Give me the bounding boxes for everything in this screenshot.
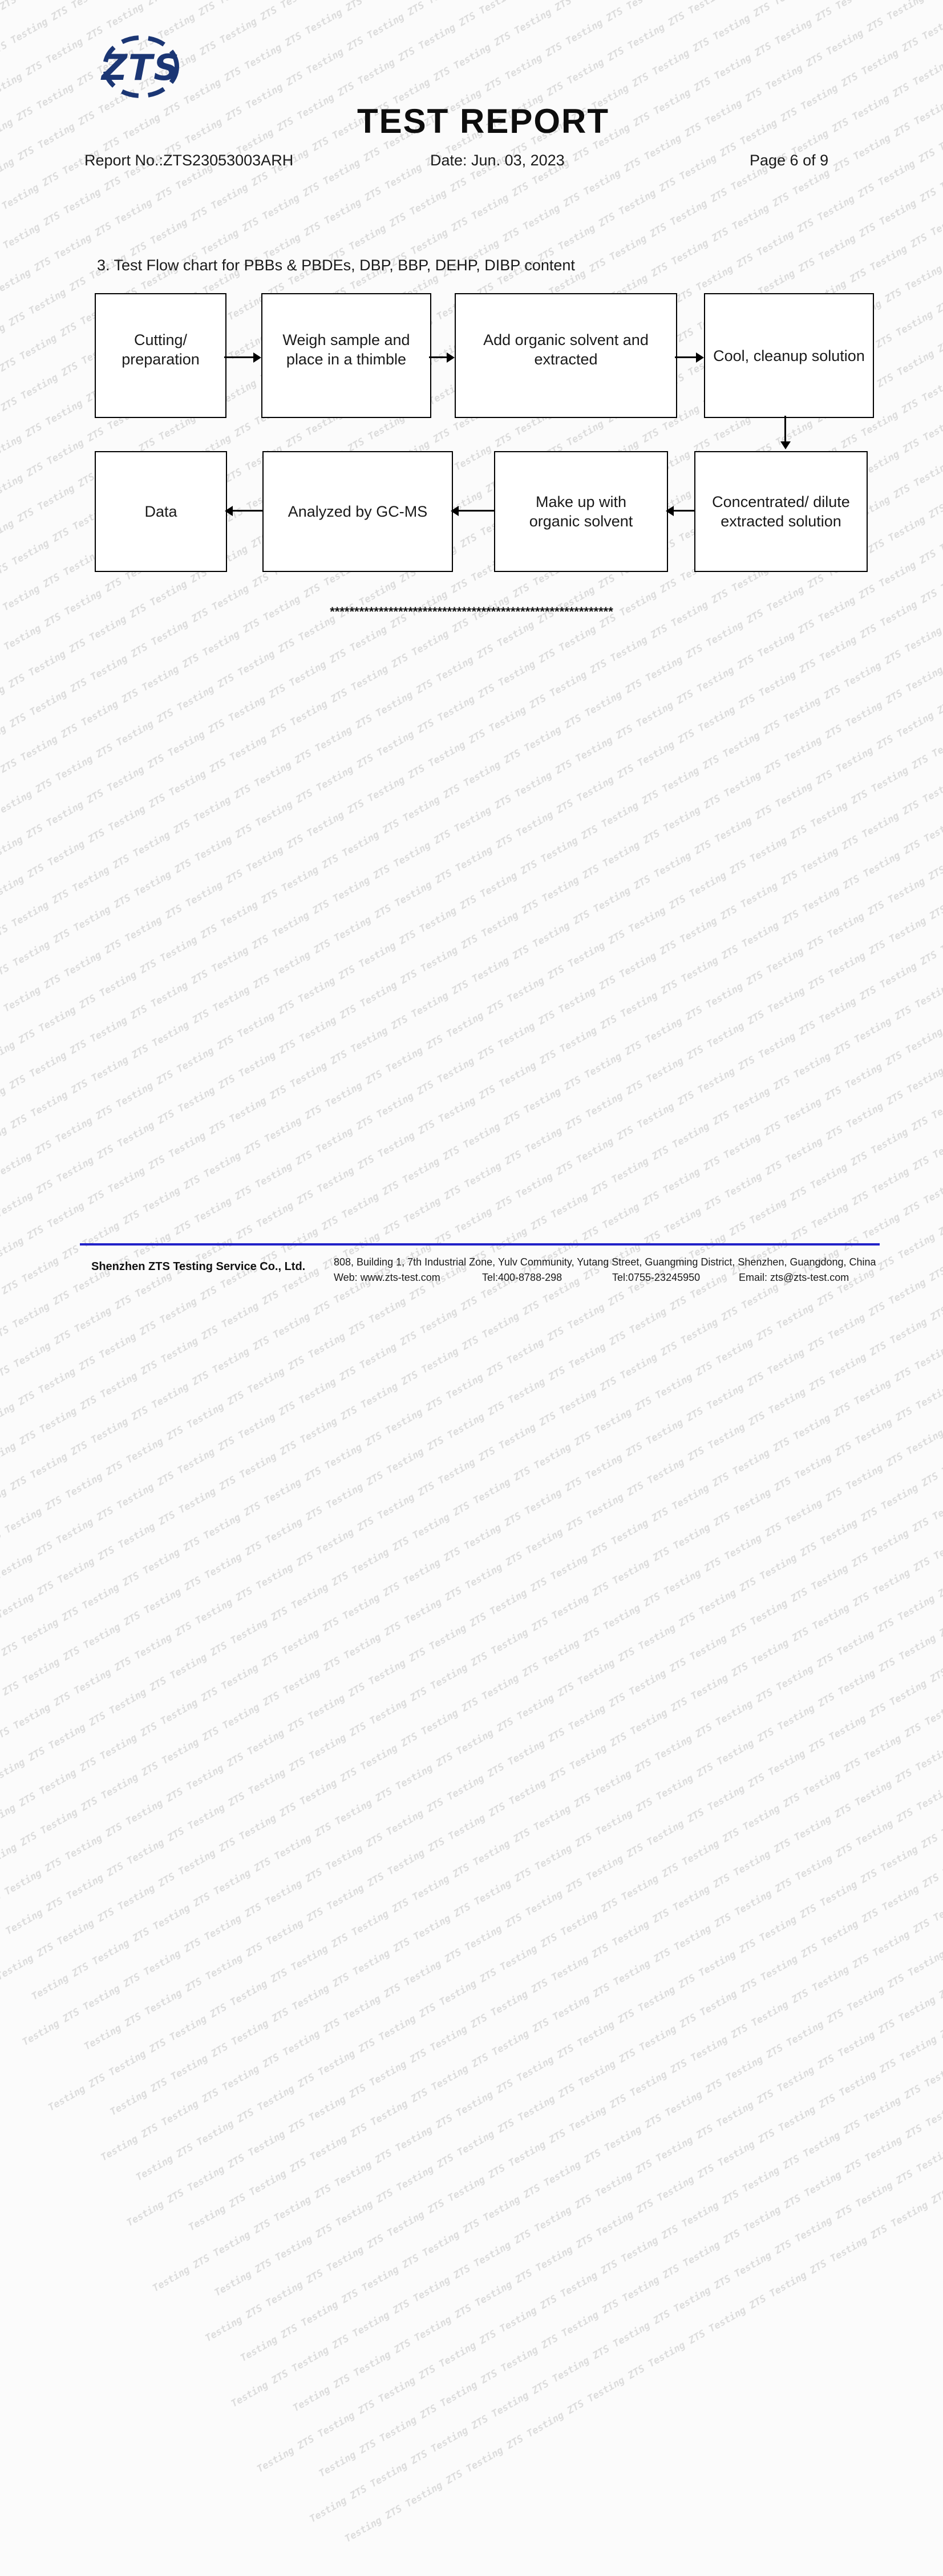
flow-box-add-solvent: Add organic solvent and extracted <box>455 293 677 418</box>
flow-box-label: Analyzed by GC-MS <box>288 503 428 520</box>
flow-box-make-up-solvent: Make up with organic solvent <box>494 451 668 572</box>
flow-box-data: Data <box>95 451 227 572</box>
arrow-down-icon <box>784 416 786 442</box>
footer-address: 808, Building 1, 7th Industrial Zone, Yu… <box>334 1256 876 1268</box>
document-content: ZTS TEST REPORT Report No.:ZTS23053003AR… <box>0 0 943 1334</box>
flow-box-label: Concentrated/ dilute extracted solution <box>712 493 850 530</box>
arrow-right-icon <box>429 356 447 358</box>
flow-box-label: Cool, cleanup solution <box>713 347 865 364</box>
arrow-right-icon <box>675 356 697 358</box>
flow-box-label: Weigh sample and place in a thimble <box>282 331 410 368</box>
flow-box-cutting-preparation: Cutting/ preparation <box>95 293 226 418</box>
page-title: TEST REPORT <box>357 102 610 140</box>
flow-box-concentrated-dilute: Concentrated/ dilute extracted solution <box>694 451 868 572</box>
section-title: 3. Test Flow chart for PBBs & PBDEs, DBP… <box>97 257 575 274</box>
zts-logo: ZTS <box>87 33 195 100</box>
footer-tel-local: Tel:0755-23245950 <box>612 1272 701 1283</box>
arrow-left-icon <box>673 510 694 512</box>
footer-company-name: Shenzhen ZTS Testing Service Co., Ltd. <box>91 1260 306 1273</box>
asterisk-separator: ****************************************… <box>330 605 613 619</box>
page-indicator: Page 6 of 9 <box>750 152 829 169</box>
flow-box-weigh-sample: Weigh sample and place in a thimble <box>261 293 431 418</box>
flow-box-label: Add organic solvent and extracted <box>483 331 649 368</box>
arrow-left-icon <box>458 510 494 512</box>
report-number: Report No.:ZTS23053003ARH <box>84 152 294 169</box>
arrow-right-icon <box>224 356 254 358</box>
flow-box-label: Cutting/ preparation <box>122 331 200 368</box>
flow-box-analyzed-gcms: Analyzed by GC-MS <box>262 451 453 572</box>
footer-tel-hotline: Tel:400-8788-298 <box>482 1272 562 1283</box>
footer-divider <box>80 1243 880 1246</box>
report-date: Date: Jun. 03, 2023 <box>430 152 565 169</box>
flow-box-cool-cleanup: Cool, cleanup solution <box>704 293 874 418</box>
zts-logo-icon: ZTS <box>100 35 180 98</box>
test-report-page: { "watermark": { "phrase": "Testing ZTS"… <box>0 0 943 1334</box>
footer-email: Email: zts@zts-test.com <box>739 1272 849 1283</box>
flow-box-label: Make up with organic solvent <box>529 493 633 530</box>
zts-logo-text: ZTS <box>100 47 180 88</box>
footer-website: Web: www.zts-test.com <box>334 1272 440 1283</box>
flow-box-label: Data <box>144 503 177 520</box>
arrow-left-icon <box>232 510 262 512</box>
